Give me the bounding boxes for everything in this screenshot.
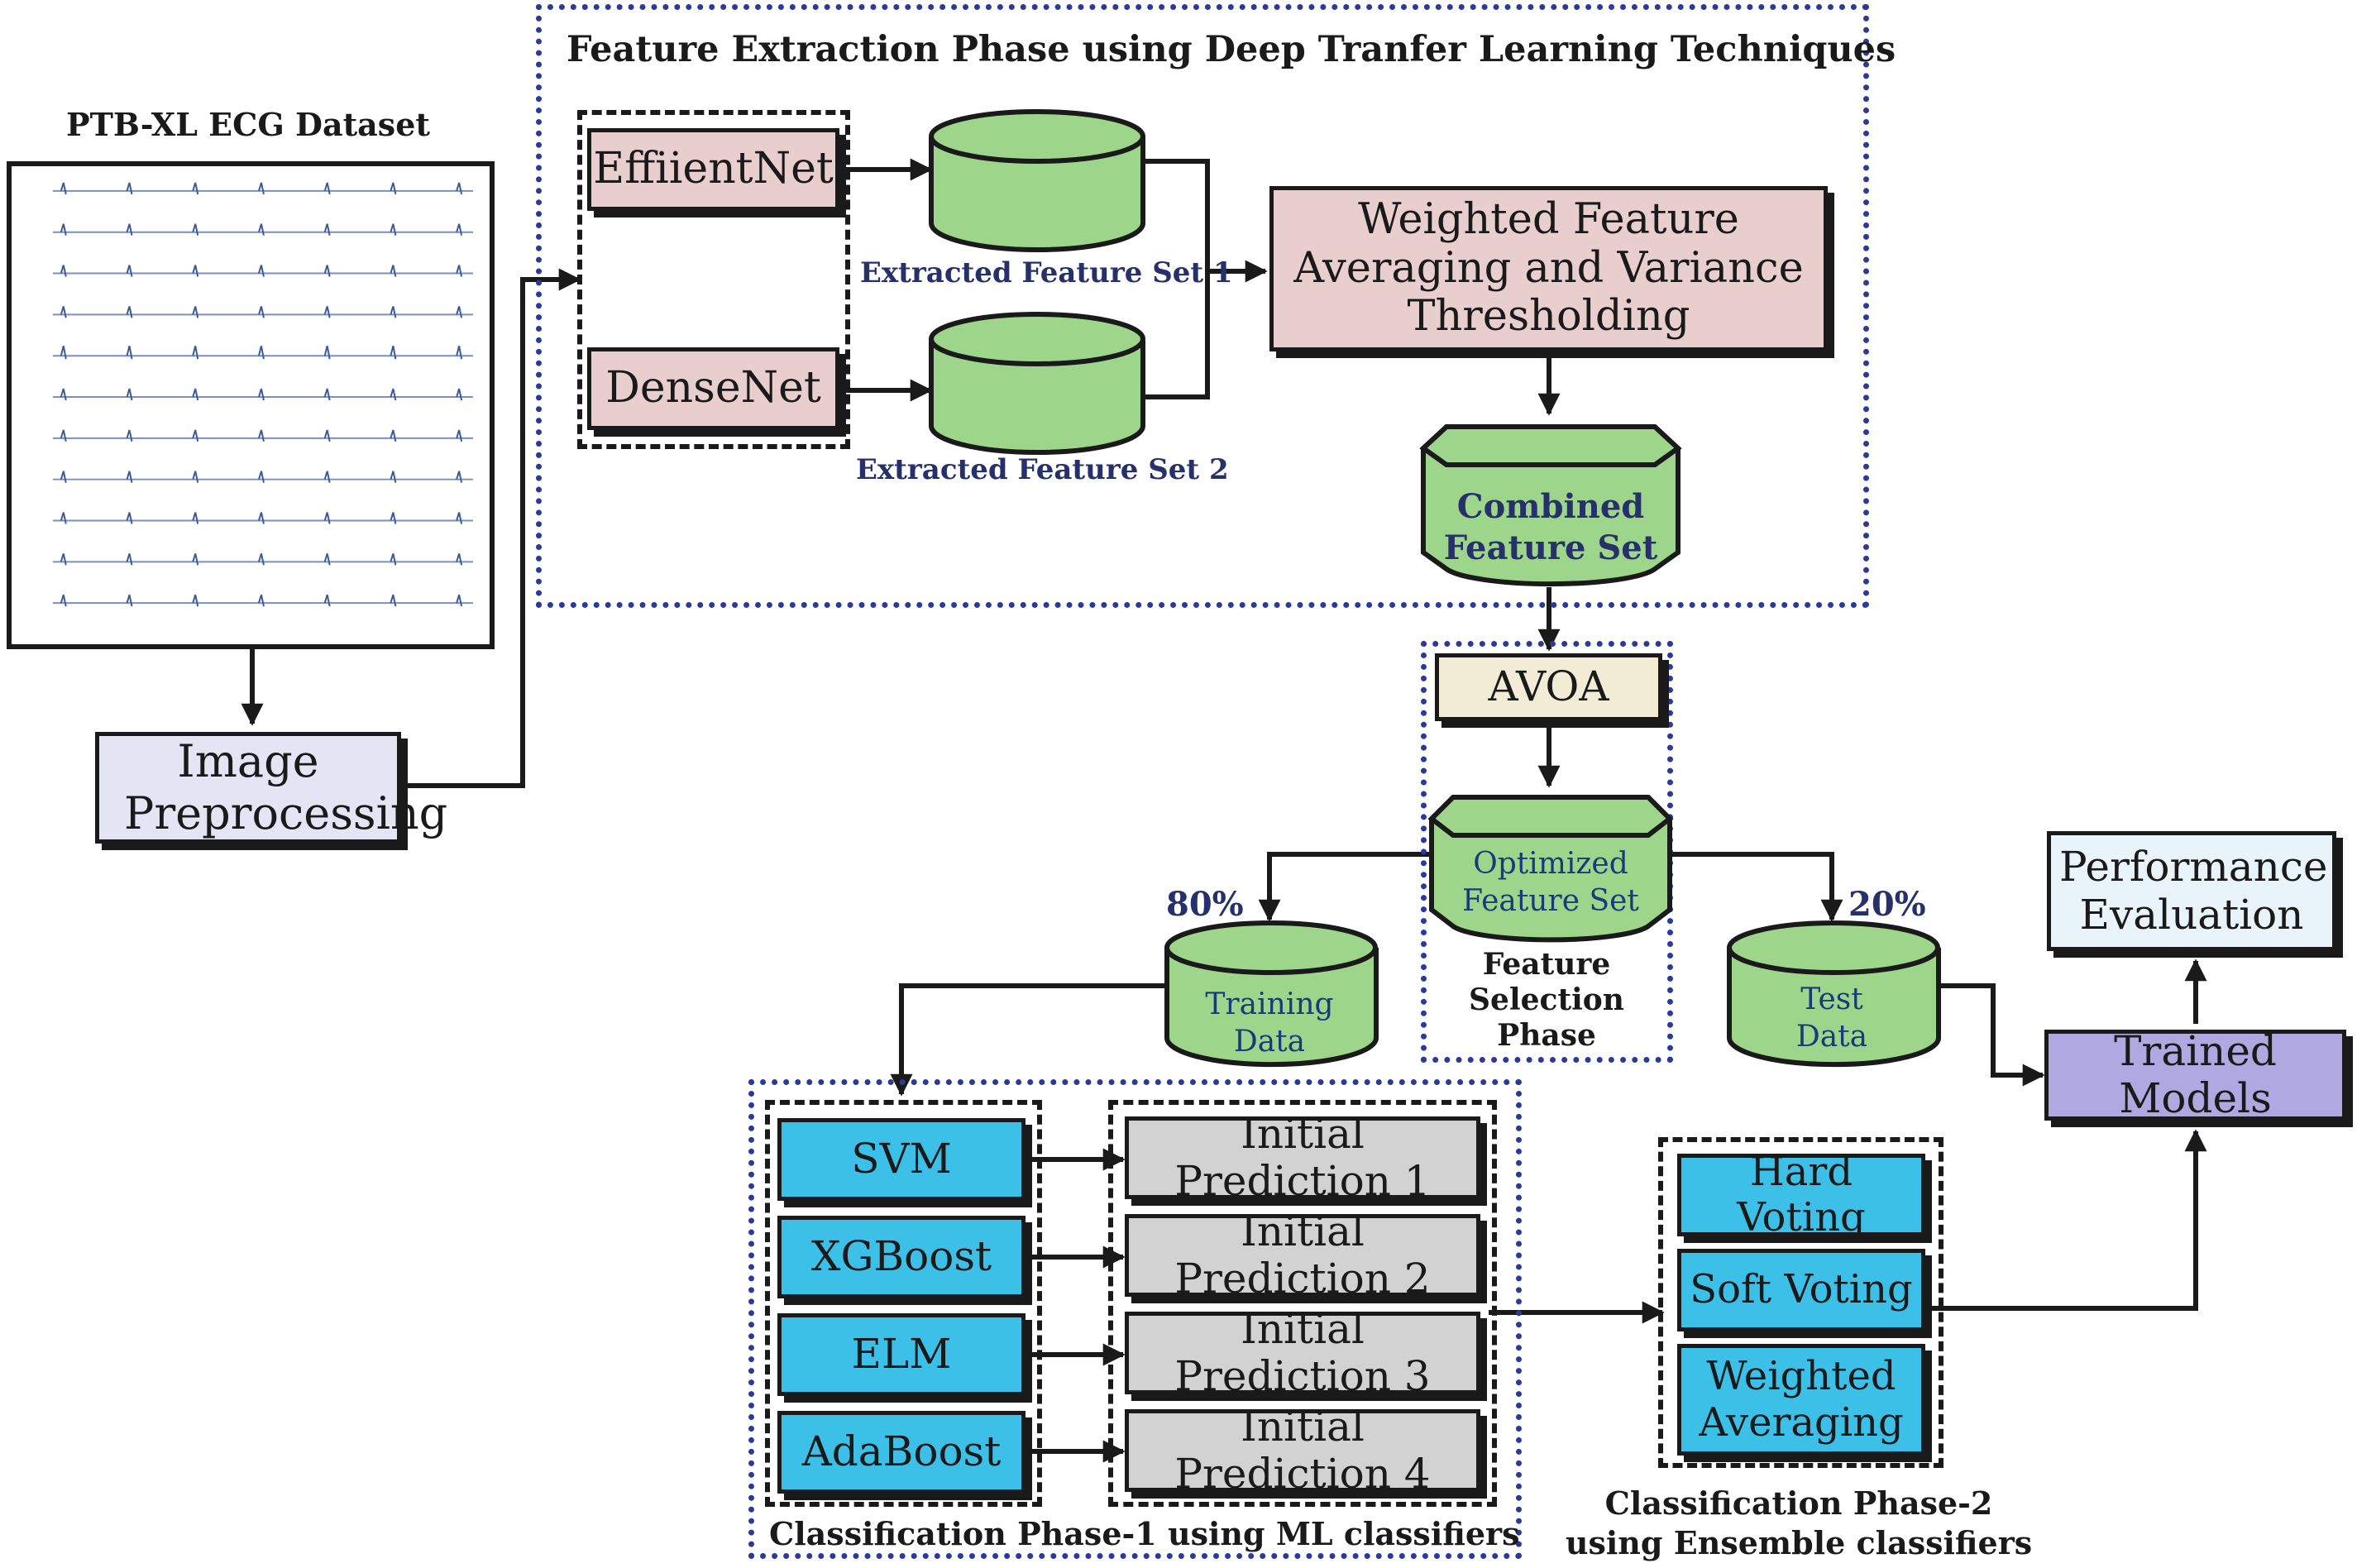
arrow-preprocessing-to-extraction bbox=[404, 268, 581, 788]
combined-feature-set-label: Combined Feature Set bbox=[1443, 487, 1658, 567]
soft-voting-label: Soft Voting bbox=[1690, 1266, 1913, 1313]
phase2-title-line2: using Ensemble classifiers bbox=[1565, 1524, 2033, 1561]
adaboost-label: AdaBoost bbox=[801, 1427, 1002, 1476]
train-percentage: 80% bbox=[1166, 885, 1244, 924]
training-data-cylinder bbox=[1164, 920, 1379, 1068]
arrow-optimized-to-training bbox=[1258, 852, 1429, 922]
arrow-training-to-phase1 bbox=[890, 983, 1166, 1097]
cnn-models-group bbox=[577, 110, 850, 449]
phase1-title: Classification Phase-1 using ML classifi… bbox=[769, 1515, 1520, 1552]
weighted-averaging-box: Weighted Averaging bbox=[1677, 1344, 1925, 1456]
combined-feature-set-cylinder bbox=[1419, 424, 1682, 587]
training-data-label: Training Data bbox=[1205, 987, 1334, 1059]
feature-set-1-cylinder bbox=[929, 109, 1145, 252]
prediction-2-label: Initial Prediction 2 bbox=[1174, 1207, 1431, 1303]
optimized-feature-set-label: Optimized Feature Set bbox=[1462, 847, 1639, 918]
prediction-group bbox=[1108, 1100, 1497, 1507]
elm-box: ELM bbox=[777, 1313, 1026, 1396]
ensemble-group bbox=[1658, 1137, 1943, 1468]
svm-box: SVM bbox=[777, 1118, 1026, 1201]
hard-voting-box: Hard Voting bbox=[1677, 1149, 1925, 1241]
densenet-label: DenseNet bbox=[605, 363, 821, 414]
feature-set-2-label: Extracted Feature Set 2 bbox=[856, 453, 1229, 486]
prediction-1-box: Initial Prediction 1 bbox=[1125, 1110, 1480, 1205]
feature-set-1-label: Extracted Feature Set 1 bbox=[860, 256, 1233, 289]
hard-voting-label: Hard Voting bbox=[1737, 1148, 1866, 1241]
arrow-phase2-to-trained bbox=[1927, 1129, 2207, 1311]
adaboost-box: AdaBoost bbox=[777, 1411, 1026, 1494]
efficientnet-box: EffiientNet bbox=[587, 128, 839, 211]
phase1-region bbox=[748, 1079, 1522, 1559]
feature-set-2-cylinder bbox=[929, 312, 1145, 455]
densenet-box: DenseNet bbox=[587, 347, 839, 430]
arrow-optimized-to-test bbox=[1669, 852, 1843, 922]
svm-label: SVM bbox=[851, 1135, 952, 1183]
performance-evaluation-box: Performance Evaluation bbox=[2047, 831, 2336, 951]
weighted-averaging-label: Weighted Averaging bbox=[1699, 1353, 1904, 1446]
prediction-4-label: Initial Prediction 4 bbox=[1174, 1402, 1431, 1498]
phase2-title-line1: Classification Phase-2 bbox=[1604, 1484, 1993, 1522]
efficientnet-label: EffiientNet bbox=[593, 144, 834, 194]
trained-models-box: Trained Models bbox=[2044, 1026, 2346, 1122]
image-preprocessing-box: Image Preprocessing bbox=[95, 732, 448, 844]
soft-voting-box: Soft Voting bbox=[1677, 1249, 1925, 1331]
feature-selection-phase-label: Feature Selection Phase bbox=[1469, 947, 1624, 1054]
ecg-traces bbox=[52, 182, 474, 607]
test-data-cylinder bbox=[1727, 920, 1941, 1068]
elm-label: ELM bbox=[851, 1330, 952, 1379]
ecg-image bbox=[7, 161, 495, 649]
prediction-1-label: Initial Prediction 1 bbox=[1174, 1109, 1431, 1205]
performance-evaluation-label: Performance Evaluation bbox=[2059, 843, 2328, 939]
fusion-label: Weighted Feature Averaging and Variance … bbox=[1293, 195, 1804, 342]
avoa-box: AVOA bbox=[1435, 653, 1662, 721]
optimized-feature-set-cylinder bbox=[1427, 795, 1674, 943]
prediction-4-box: Initial Prediction 4 bbox=[1125, 1403, 1480, 1498]
classifier-group bbox=[765, 1100, 1042, 1507]
prediction-3-box: Initial Prediction 3 bbox=[1125, 1305, 1480, 1400]
feature-extraction-title: Feature Extraction Phase using Deep Tran… bbox=[567, 29, 1896, 70]
line-set1-merge bbox=[1141, 159, 1210, 399]
arrow-test-to-trained bbox=[1939, 983, 2045, 1087]
prediction-2-box: Initial Prediction 2 bbox=[1125, 1207, 1480, 1303]
test-data-label: Test Data bbox=[1795, 982, 1868, 1054]
fusion-box: Weighted Feature Averaging and Variance … bbox=[1269, 186, 1828, 351]
xgboost-box: XGBoost bbox=[777, 1216, 1026, 1298]
trained-models-label: Trained Models bbox=[2114, 1026, 2277, 1122]
xgboost-label: XGBoost bbox=[810, 1232, 992, 1281]
test-percentage: 20% bbox=[1848, 885, 1926, 924]
dataset-title: PTB-XL ECG Dataset bbox=[66, 106, 430, 143]
image-preprocessing-label: Image Preprocessing bbox=[124, 735, 448, 839]
prediction-3-label: Initial Prediction 3 bbox=[1174, 1304, 1431, 1400]
feature-extraction-region bbox=[536, 4, 1869, 608]
avoa-label: AVOA bbox=[1488, 662, 1609, 711]
